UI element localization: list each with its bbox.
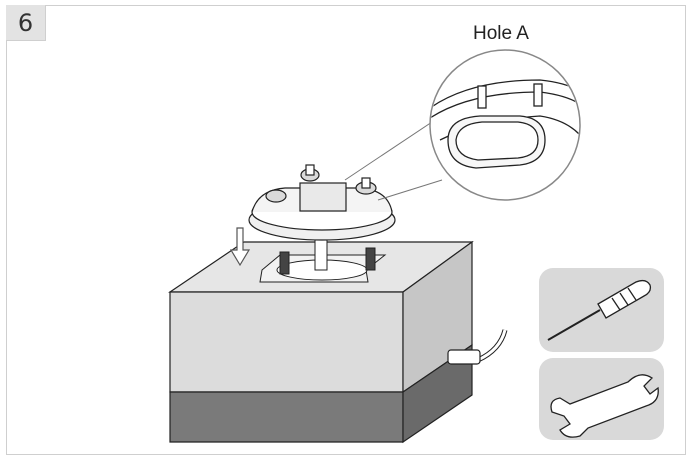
tool-panel-screwdriver	[539, 268, 664, 352]
diagram-frame	[6, 5, 686, 455]
tool-panel-wrench	[539, 358, 664, 440]
mounting-bolt-left	[279, 251, 290, 275]
center-shaft	[314, 239, 328, 271]
step-number: 6	[6, 5, 46, 41]
screwdriver-icon	[547, 279, 652, 341]
cable	[447, 329, 508, 365]
lid-assembly	[248, 164, 396, 241]
down-arrow-icon	[229, 227, 251, 267]
callout-leader-lines	[344, 119, 443, 201]
detail-magnifier	[429, 49, 581, 201]
mounting-opening	[259, 239, 387, 283]
step-number-text: 6	[17, 8, 34, 37]
hole-a-label: Hole A	[473, 23, 529, 44]
wrench-icon	[550, 374, 659, 438]
mounting-bolt-right	[365, 247, 376, 271]
box-front-face	[169, 291, 404, 393]
box-base-front	[169, 391, 404, 443]
